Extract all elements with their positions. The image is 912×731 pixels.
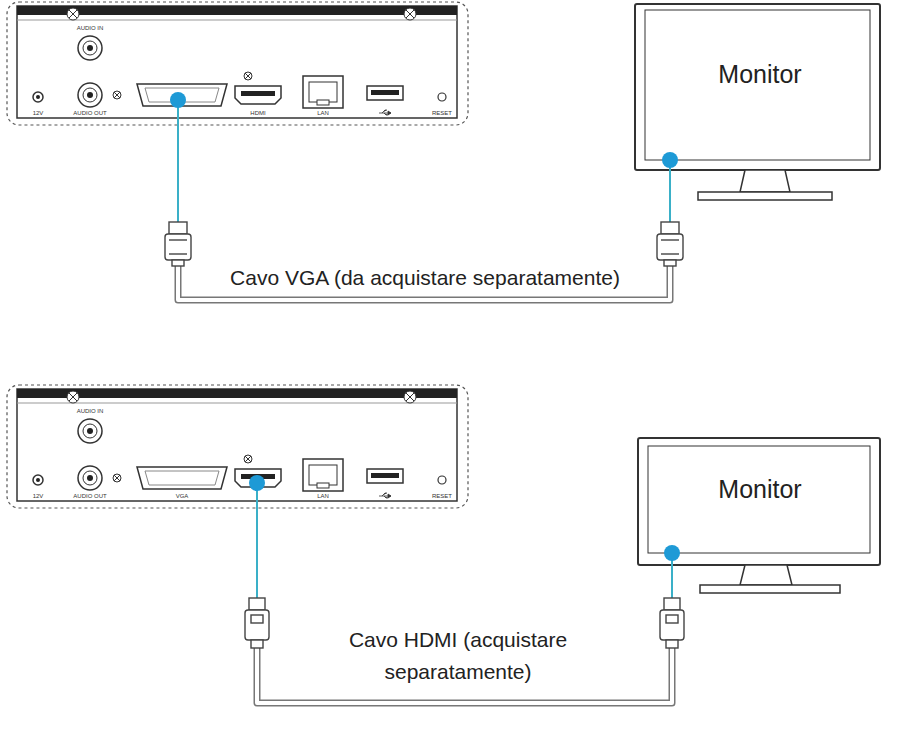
port-label: HDMI (250, 110, 265, 116)
port-label: AUDIO IN (77, 408, 104, 414)
monitor-screen: Monitor (645, 10, 870, 160)
port-dot (170, 92, 186, 108)
port-label: VGA (176, 493, 189, 499)
vga-plug (657, 222, 683, 266)
vga-plug (165, 222, 191, 266)
nvr-device: AUDIO IN AUDIO OUT 12V VGA LAN RESET (5, 383, 470, 510)
port-label: AUDIO OUT (73, 110, 106, 116)
port-label: RESET (432, 493, 452, 499)
port-label: AUDIO IN (77, 25, 104, 31)
port-label: RESET (432, 110, 452, 116)
hdmi-plug (660, 598, 684, 648)
port-label: LAN (317, 110, 329, 116)
nvr-device: AUDIO IN AUDIO OUT 12V HDMI LAN RESET (5, 0, 470, 127)
cable-label: Cavo HDMI (acquistare separatamente) (310, 624, 606, 687)
port-label: 12V (33, 493, 44, 499)
nvr-back-panel (7, 2, 468, 125)
cable-label: Cavo VGA (da acquistare separatamente) (227, 262, 623, 294)
monitor-label: Monitor (718, 61, 801, 89)
monitor-label: Monitor (718, 476, 801, 504)
port-dot (249, 475, 265, 491)
nvr-back-panel (7, 385, 468, 508)
port-dot (664, 545, 680, 561)
monitor-screen: Monitor (648, 446, 870, 553)
hdmi-plug (245, 598, 269, 648)
monitor-drawing (638, 438, 880, 593)
cable-connector (257, 510, 672, 703)
monitor-drawing (635, 4, 880, 200)
port-label: AUDIO OUT (73, 493, 106, 499)
port-dot (662, 152, 678, 168)
port-label: 12V (33, 110, 44, 116)
cable-connector (178, 127, 670, 300)
port-label: LAN (317, 493, 329, 499)
